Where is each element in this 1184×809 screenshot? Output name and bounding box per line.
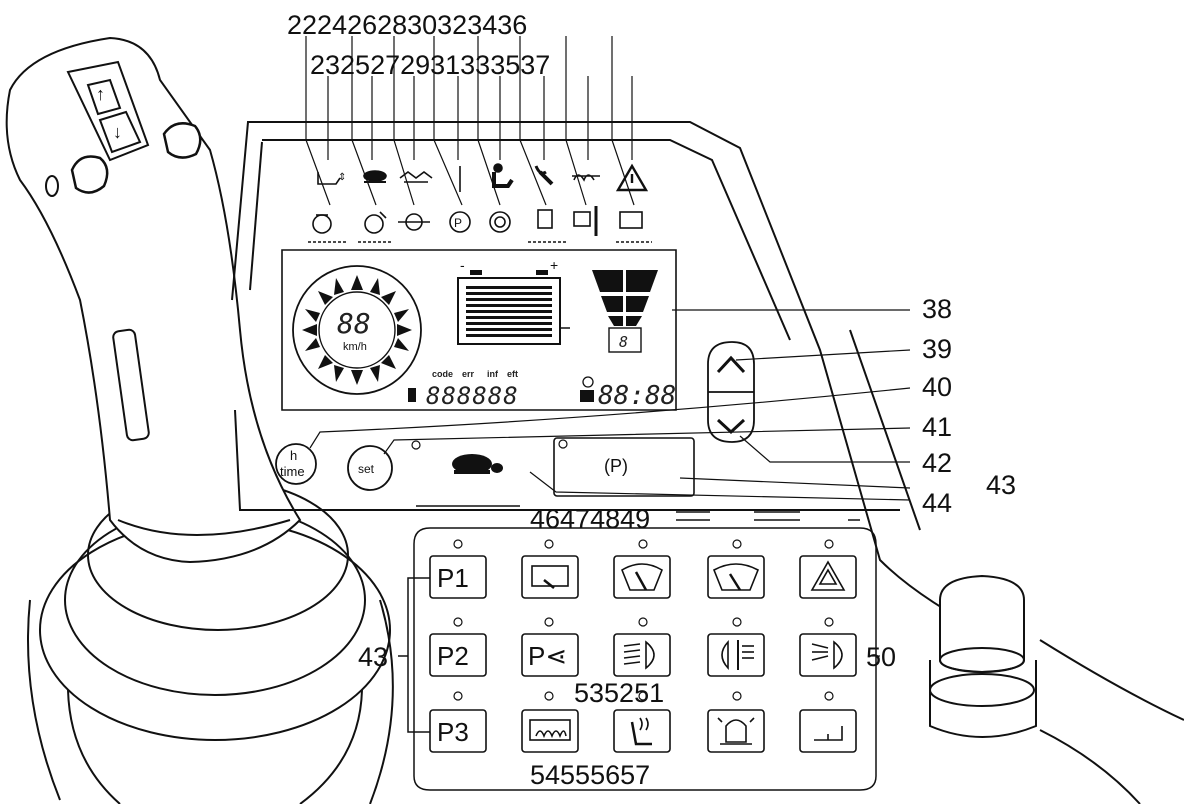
auxiliary-button[interactable] (799, 709, 857, 753)
battery-plus: + (550, 257, 558, 273)
seat-heater-button[interactable] (613, 709, 671, 753)
callout-51-53: 535251 (574, 678, 664, 708)
time-button[interactable]: h time (275, 443, 317, 485)
transmission-oil-icon (358, 211, 392, 243)
lcd-display: 88 km/h - + 8 (281, 249, 677, 411)
p-limit-button[interactable]: P⋖ (521, 633, 579, 677)
rear-wiper-button[interactable] (521, 555, 579, 599)
up-arrow-button[interactable] (716, 355, 746, 374)
rear-fog-button[interactable] (707, 633, 765, 677)
callout-44: 44 (922, 488, 952, 518)
joystick-button-right[interactable] (162, 122, 202, 159)
parking-button-label: (P) (604, 456, 628, 476)
callout-54-57: 54555657 (530, 760, 650, 790)
front-wiper-button[interactable] (707, 555, 765, 599)
callout-top-row-1: 2224262830323436 (287, 10, 527, 40)
p2-label: P2 (437, 641, 469, 671)
callout-40: 40 (922, 372, 952, 402)
p3-button[interactable]: P3 (429, 709, 487, 753)
right-callout-lines (309, 309, 911, 657)
code-label-err: err (462, 369, 475, 379)
callout-41: 41 (922, 412, 952, 442)
svg-text:⇕: ⇕ (338, 172, 346, 183)
preheat-icon (572, 174, 600, 182)
joystick-button-left[interactable] (70, 155, 109, 194)
hydraulic-oil-icon (308, 214, 346, 243)
callout-top-row-2: 2325272931333537 (310, 50, 550, 80)
button-panel (413, 505, 877, 791)
time-button-bottom-label: time (280, 464, 305, 479)
set-button-label: set (358, 462, 375, 476)
engine-oil-icon (398, 213, 430, 231)
clock-digits: 88:88 (598, 381, 676, 411)
speed-digits: 88 (337, 307, 371, 340)
seat-icon (492, 163, 514, 188)
level-gauge: 8 (592, 270, 658, 353)
p3-label: P3 (437, 717, 469, 747)
p1-label: P1 (437, 563, 469, 593)
rotary-knob[interactable] (929, 574, 1184, 805)
fuel-icon (528, 209, 566, 243)
parking-button[interactable]: (P) (553, 437, 695, 497)
parking-brake-icon: P (449, 211, 471, 233)
callout-46-49: 46474849 (530, 504, 650, 534)
icon-row-top: ⇕ (317, 163, 649, 192)
rear-defrost-button[interactable] (521, 709, 579, 753)
low-beam-button[interactable] (613, 633, 671, 677)
turtle-indicator (452, 454, 503, 474)
joystick: ↑ ↓ (5, 36, 394, 805)
code-label-eft: eft (507, 369, 518, 379)
callout-50: 50 (866, 642, 896, 672)
code-row: code err inf eft 888888 (408, 369, 519, 410)
time-button-top-label: h (290, 448, 297, 463)
callout-38: 38 (922, 294, 952, 324)
set-button[interactable]: set (347, 445, 393, 491)
wrench-icon (534, 165, 554, 186)
p-limit-label: P⋖ (528, 641, 567, 671)
callout-39: 39 (922, 334, 952, 364)
svg-text:↑: ↑ (96, 84, 105, 104)
hitch-icon: ⇕ (317, 172, 346, 185)
p2-button[interactable]: P2 (429, 633, 487, 677)
speedometer: 88 km/h (292, 265, 422, 395)
icon-row-second: P (308, 206, 652, 243)
button-leds (453, 539, 834, 701)
clock: 88:88 (580, 376, 676, 411)
p1-button[interactable]: P1 (429, 555, 487, 599)
steering-mode-icon (399, 171, 433, 183)
code-label-code: code (432, 369, 453, 379)
top-leader-lines (305, 36, 635, 206)
work-light-button[interactable] (799, 633, 857, 677)
callout-43-right: 43 (986, 470, 1016, 500)
oil-pressure-icon (489, 211, 511, 233)
speed-unit: km/h (343, 341, 367, 353)
joystick-rocker-switch[interactable]: ↑ ↓ (66, 60, 150, 162)
svg-text:P: P (454, 216, 462, 230)
front-wiper-interval-button[interactable] (613, 555, 671, 599)
coolant-temp-icon (573, 206, 598, 236)
hazard-button[interactable] (799, 555, 857, 599)
led-set (411, 440, 421, 450)
code-label-inf: inf (487, 369, 499, 379)
battery-gauge: - + (457, 257, 570, 345)
callout-42: 42 (922, 448, 952, 478)
code-digits: 888888 (426, 382, 519, 410)
gauge-digit: 8 (619, 333, 628, 351)
p-buttons-bracket (398, 577, 430, 733)
down-arrow-button[interactable] (716, 418, 746, 435)
svg-text:↓: ↓ (113, 122, 122, 142)
beacon-button[interactable] (707, 709, 765, 753)
callout-43-left: 43 (358, 642, 388, 672)
tank-icon (616, 211, 652, 243)
battery-minus: - (460, 257, 465, 273)
arrow-rocker (707, 341, 755, 443)
turtle-icon (363, 170, 387, 183)
